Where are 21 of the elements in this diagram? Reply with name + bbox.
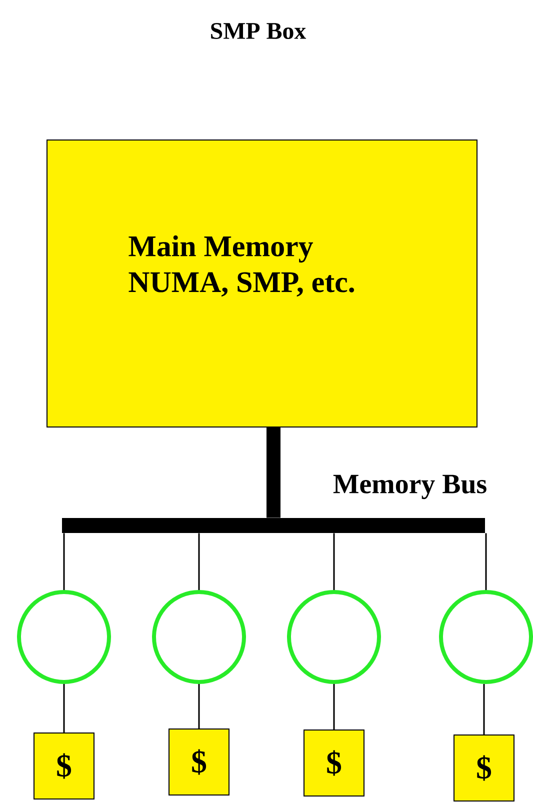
connector-line (333, 533, 335, 590)
bus-label: Memory Bus (333, 474, 486, 500)
processor-circle (287, 590, 381, 684)
processor-circle (152, 590, 246, 684)
connector-line (333, 684, 335, 730)
connector-line (483, 684, 485, 734)
memory-box: Main Memory NUMA, SMP, etc. (46, 140, 478, 428)
connector-line (63, 684, 65, 732)
title: SMP Box (211, 22, 306, 40)
connector-line (266, 428, 280, 518)
processor-circle (17, 590, 111, 684)
connector-line (198, 533, 200, 590)
cache-box: $ (304, 730, 364, 796)
connector-line (485, 533, 487, 590)
processor-circle (439, 590, 533, 684)
bus-bar (62, 518, 485, 533)
cache-box: $ (454, 734, 514, 802)
cache-box: $ (34, 732, 94, 800)
connector-line (63, 533, 65, 590)
connector-line (198, 684, 200, 728)
cache-box: $ (168, 728, 230, 796)
